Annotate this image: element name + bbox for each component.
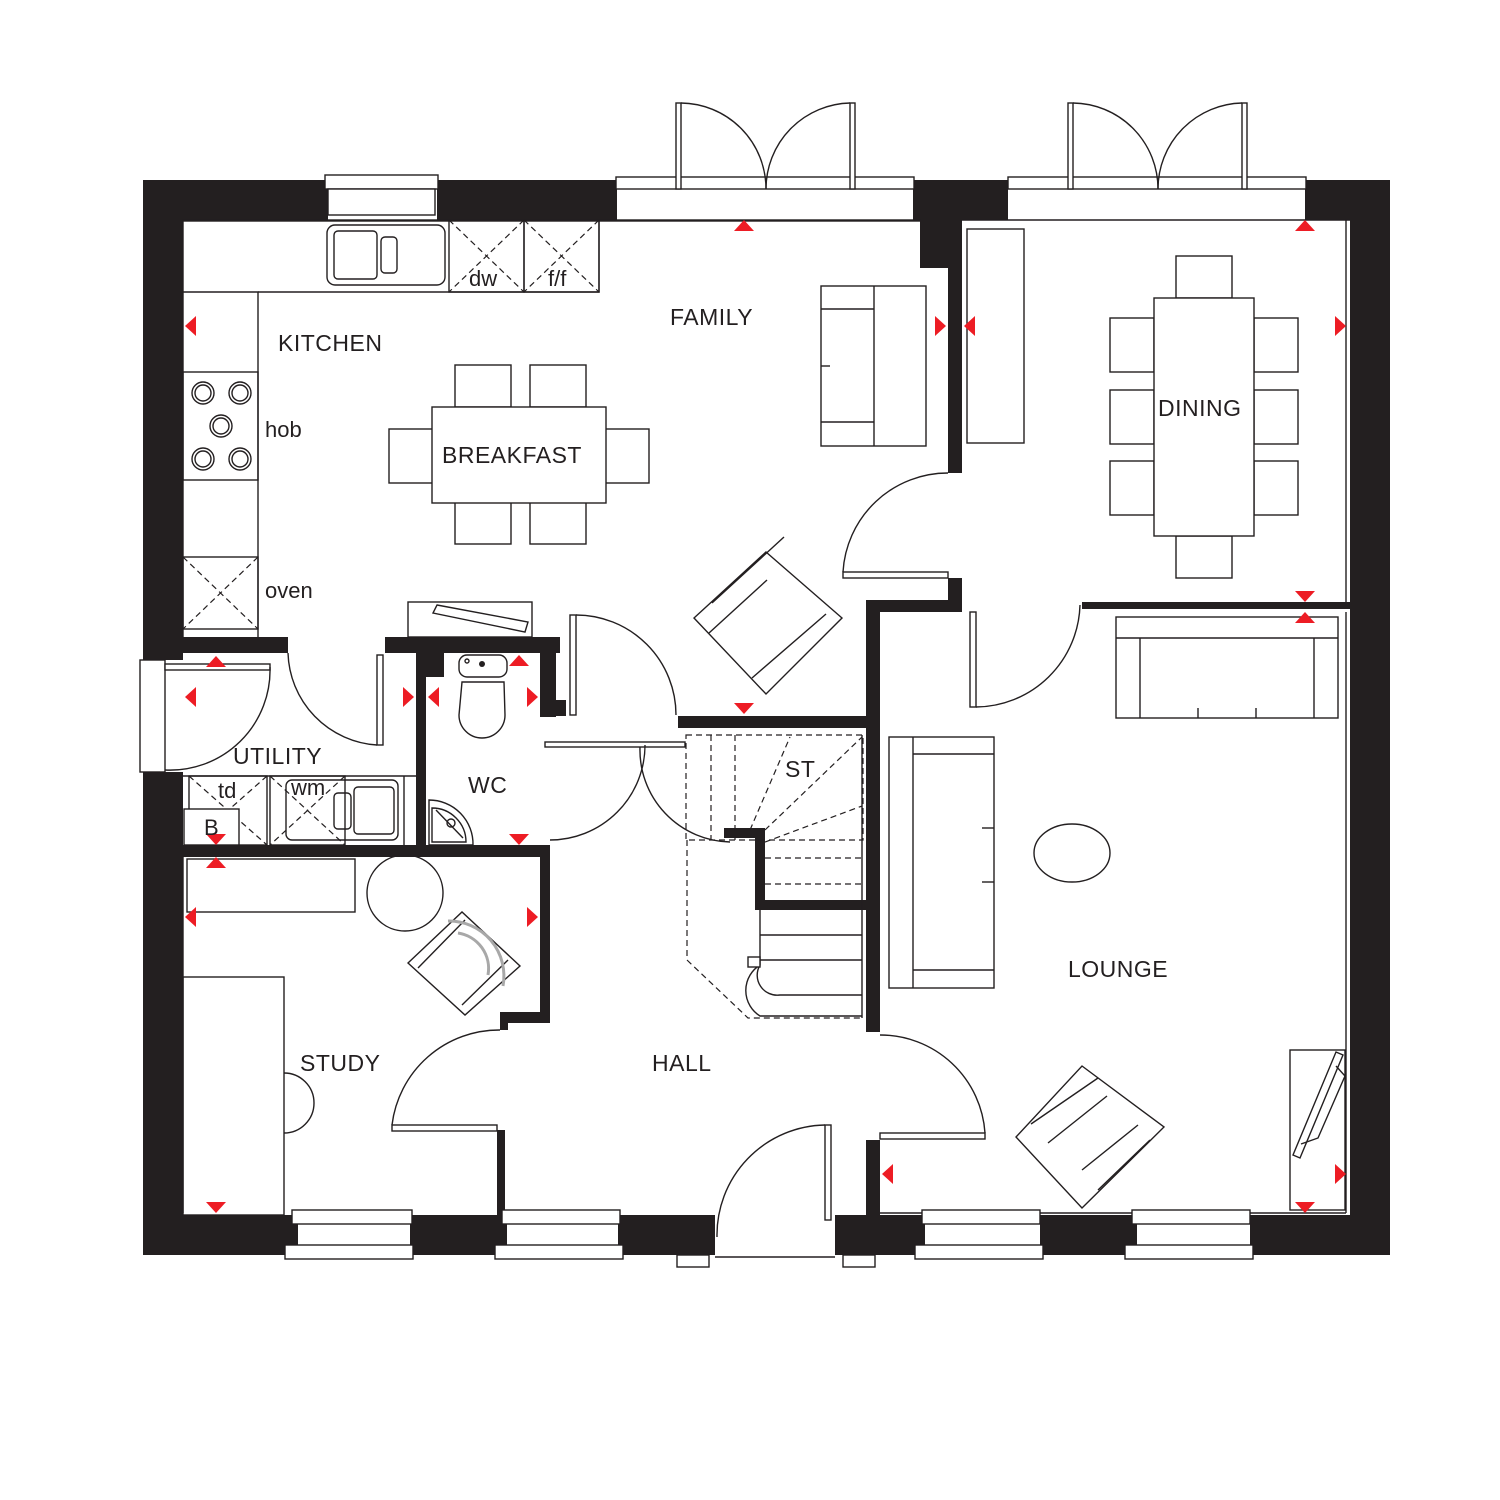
french-doors-family[interactable] [615,102,915,190]
sink-icon [326,224,446,286]
label-fridge-freezer: f/f [548,266,567,291]
room-label-wc: WC [468,772,507,798]
label-washing-machine: wm [290,775,325,800]
breakfast-table-icon [388,364,650,545]
label-hob: hob [265,417,302,442]
dimension-markers [185,220,1346,1213]
worktop-unit-icon [407,601,533,638]
hob-icon [182,371,259,481]
room-label-family: FAMILY [670,304,753,330]
toilet-icon [458,654,508,739]
room-label-utility: UTILITY [233,743,322,769]
wc-fittings [428,654,508,846]
door-hall-lounge[interactable] [879,1034,986,1140]
room-label-dining: DINING [1158,395,1242,421]
dining-table-icon [1109,255,1299,579]
tv-unit-icon [1289,1049,1346,1211]
door-hall-wc[interactable] [544,741,731,843]
washing-machine-icon [269,775,346,846]
door-kitchen-utility[interactable] [287,652,384,746]
label-oven: oven [265,578,313,603]
utility-sink-icon [285,779,399,841]
label-dishwasher: dw [469,266,497,291]
staircase [685,734,864,1019]
front-door[interactable] [716,1124,832,1238]
fridge-freezer-icon [523,219,600,293]
family-armchair-icon [693,536,844,696]
sideboard-icon [966,228,1025,444]
study-furniture [182,854,522,1216]
room-labels: KITCHEN FAMILY BREAKFAST DINING UTILITY … [233,304,1242,1076]
lounge-sofa-left-icon [888,736,995,989]
internal-walls [180,215,1350,1220]
kitchen-fittings [182,219,600,637]
external-walls [143,180,1390,1255]
lounge-sofa-top-icon [1115,616,1339,719]
label-tumble-dryer: td [218,778,236,803]
room-label-hall: HALL [652,1050,712,1076]
room-label-lounge: LOUNGE [1068,956,1168,982]
corner-basin-icon [428,799,474,846]
coffee-table-icon [1033,823,1111,883]
label-boiler: B [204,815,219,840]
door-hall-study[interactable] [391,1029,501,1132]
door-family-dining[interactable] [842,472,949,579]
room-label-study: STUDY [300,1050,380,1076]
windows [284,174,1254,1268]
appliance-labels: dw f/f hob oven td wm B [204,266,567,840]
french-doors-dining[interactable] [1007,102,1307,190]
door-dining-lounge[interactable] [969,604,1081,708]
room-label-breakfast: BREAKFAST [442,442,582,468]
oven-icon [182,556,259,630]
room-label-kitchen: KITCHEN [278,330,382,356]
family-sofa-icon [820,285,927,447]
doors [139,472,1081,1238]
door-hall-family[interactable] [569,614,677,716]
room-label-store: ST [785,756,815,782]
lounge-furniture [888,616,1346,1211]
study-chair-icon [406,911,522,1016]
lounge-armchair-icon [1015,1065,1166,1210]
